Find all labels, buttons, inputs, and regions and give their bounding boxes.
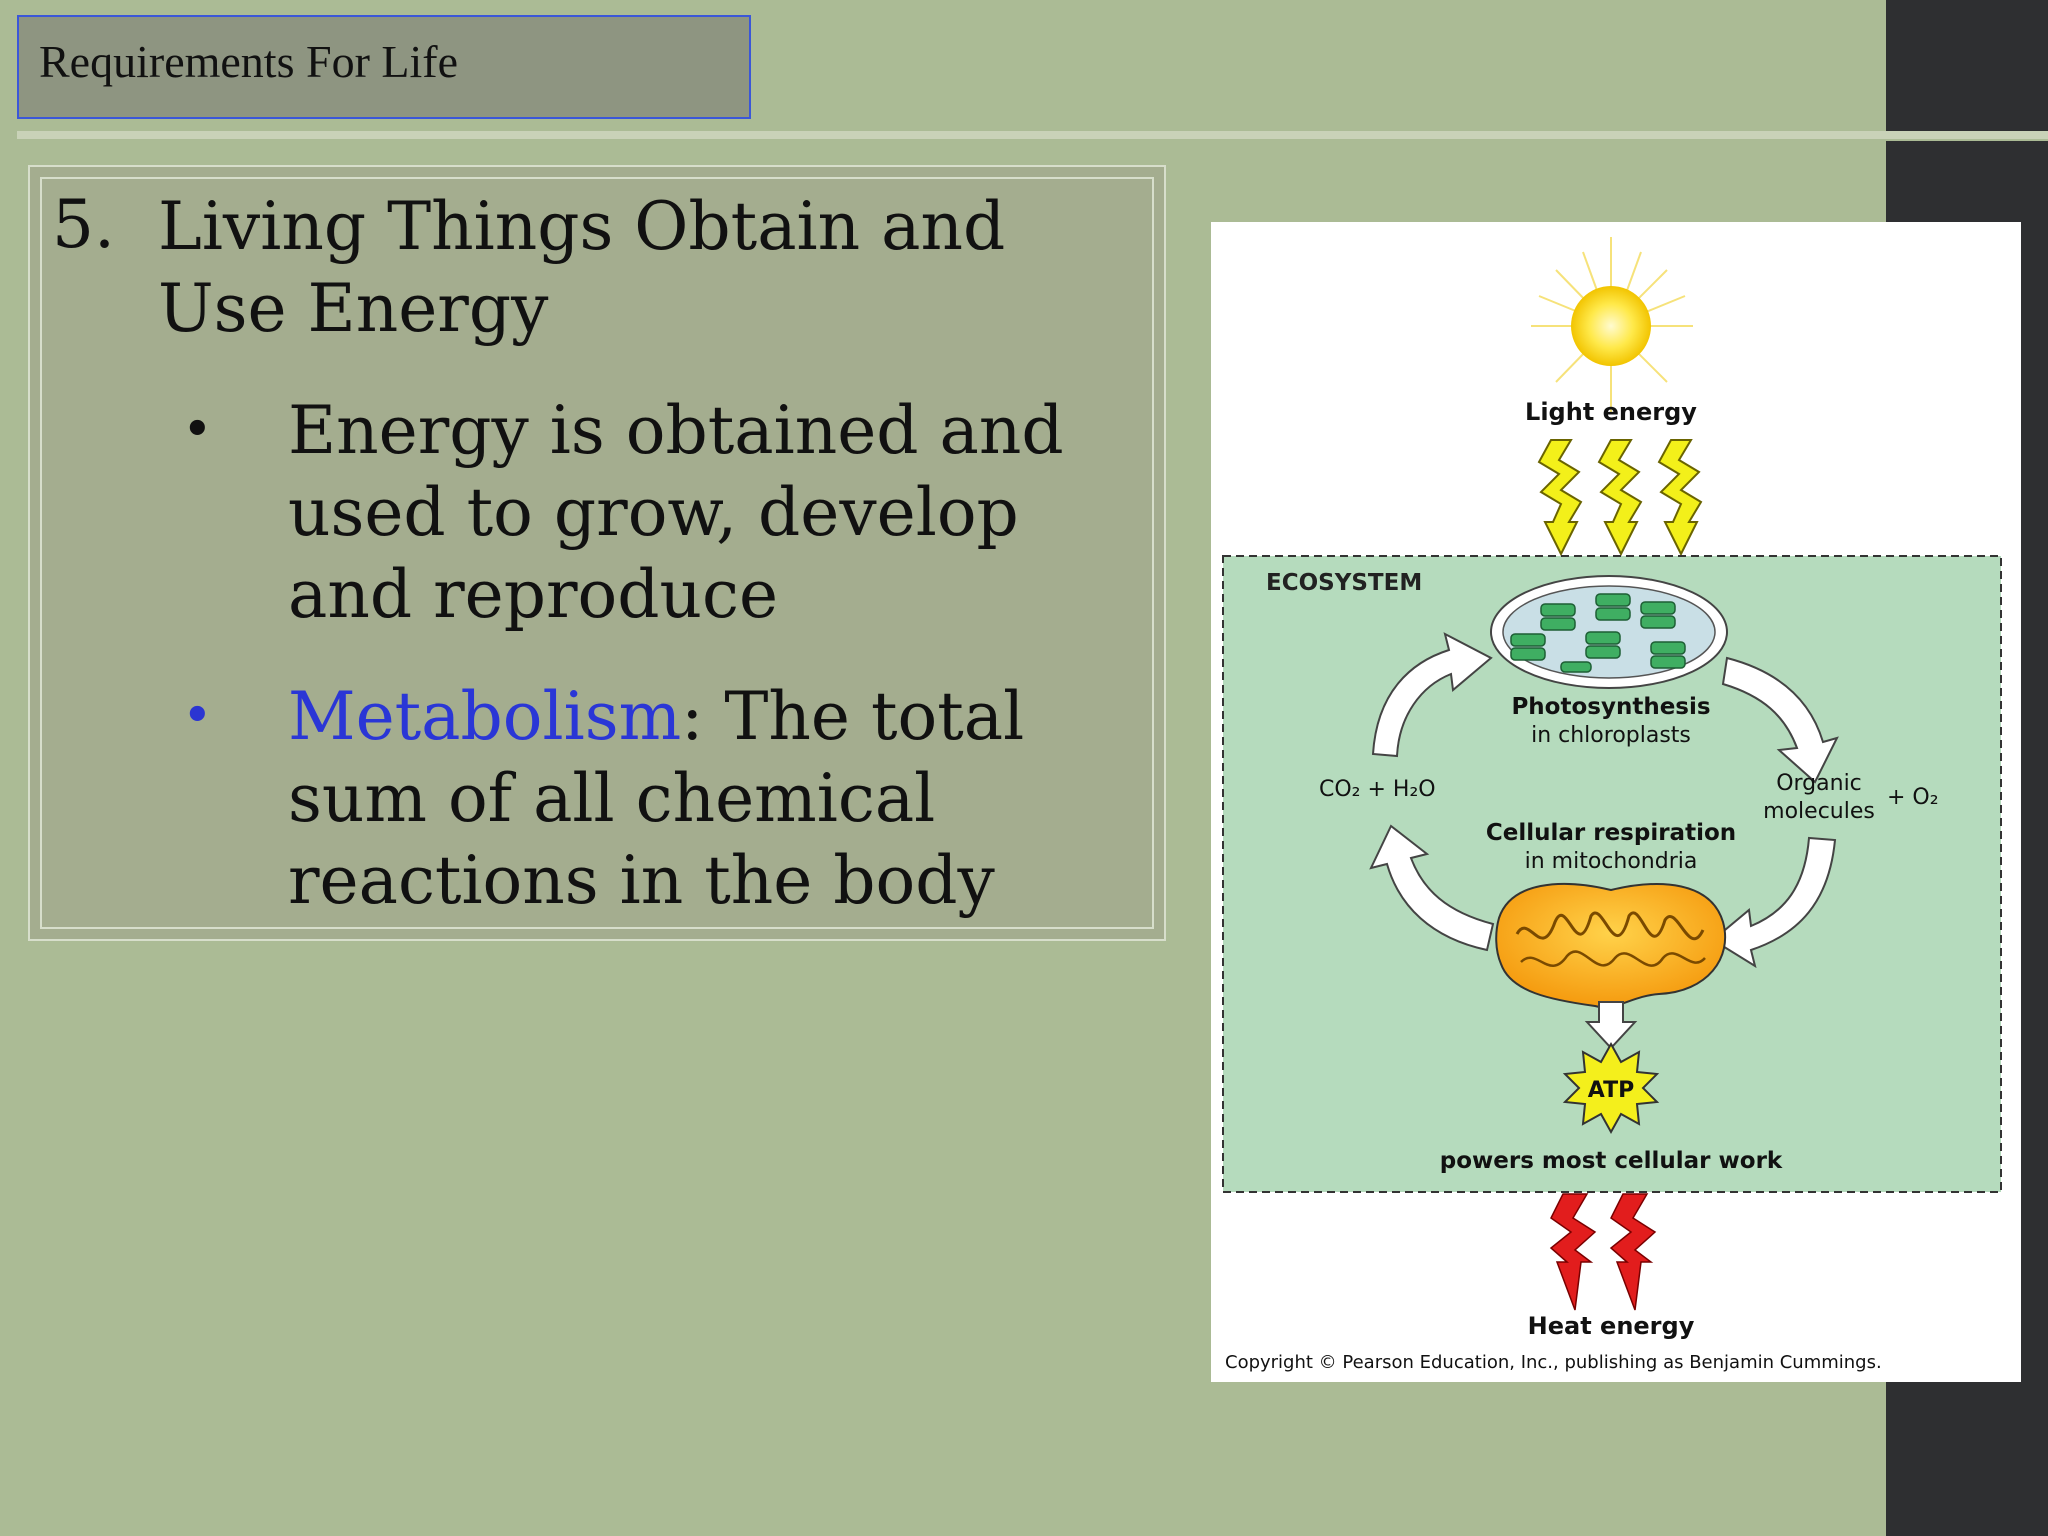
- energy-flow-diagram[interactable]: Light energy ECOSYSTEM Photosynthesis: [1211, 222, 2021, 1382]
- bullet-text-1: Energy is obtained and used to grow, dev…: [288, 392, 1064, 633]
- heat-energy-arrows: [1549, 1193, 1657, 1311]
- co2-h2o-label: CO₂ + H₂O: [1319, 777, 1436, 802]
- slide-heading: Living Things Obtain and Use Energy: [158, 188, 1006, 347]
- dark-side-bar-top: [1886, 0, 2048, 131]
- metabolism-definition: : The total sum of all chemical reaction…: [288, 678, 1025, 919]
- mitochondrion-icon: [1495, 882, 1727, 1009]
- cellular-respiration-label: Cellular respiration: [1486, 820, 1736, 846]
- atp-starburst-icon: [1562, 1041, 1660, 1135]
- bullet-text-2: Metabolism: The total sum of all chemica…: [288, 676, 1148, 922]
- heat-energy-label: Heat energy: [1528, 1312, 1695, 1340]
- metabolism-term: Metabolism: [288, 678, 682, 755]
- bullet-marker-1: •: [182, 400, 213, 460]
- organic-label-line1: Organic: [1776, 771, 1862, 796]
- chloroplasts-label: in chloroplasts: [1531, 723, 1691, 748]
- copyright-notice: Copyright © Pearson Education, Inc., pub…: [1225, 1352, 1882, 1373]
- atp-label: ATP: [1588, 1078, 1634, 1103]
- bullet-marker-2: •: [182, 686, 213, 746]
- heading-number: 5.: [52, 186, 115, 263]
- title-divider-line: [17, 131, 2048, 139]
- organic-label-line2: molecules: [1763, 799, 1875, 824]
- powers-cellular-work-label: powers most cellular work: [1440, 1148, 1783, 1174]
- cycle-arrows: [1369, 632, 1839, 969]
- down-arrow-icon: [1584, 1001, 1638, 1050]
- sun-icon: [1531, 237, 1693, 412]
- light-energy-arrows: [1537, 439, 1703, 557]
- chloroplast-icon: [1490, 575, 1728, 689]
- content-box-inner-border: [40, 177, 1154, 929]
- slide-title: Requirements For Life: [39, 36, 459, 87]
- o2-label: + O₂: [1887, 785, 1939, 810]
- content-box[interactable]: [28, 165, 1166, 941]
- mitochondria-label: in mitochondria: [1525, 849, 1698, 874]
- light-energy-label: Light energy: [1525, 398, 1697, 426]
- photosynthesis-label: Photosynthesis: [1511, 694, 1710, 720]
- title-box[interactable]: Requirements For Life: [17, 15, 751, 119]
- ecosystem-label: ECOSYSTEM: [1266, 570, 1422, 596]
